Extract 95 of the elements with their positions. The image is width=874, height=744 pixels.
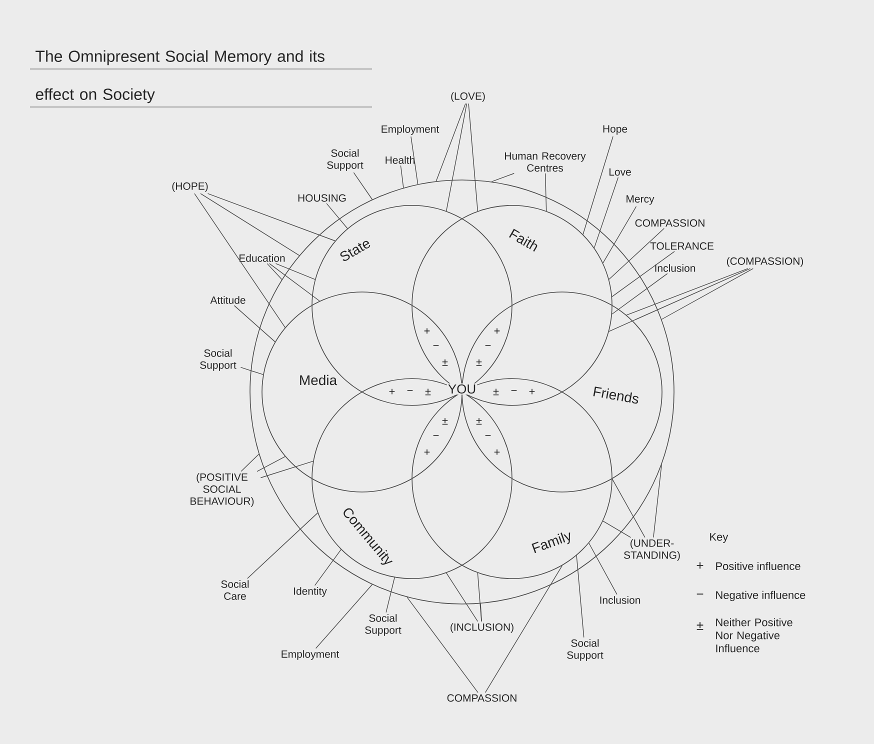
label: (LOVE) bbox=[451, 92, 485, 102]
key-symbol: − bbox=[696, 594, 704, 595]
leader-line bbox=[602, 206, 637, 264]
leader-line bbox=[484, 565, 563, 693]
leader-line bbox=[256, 456, 286, 472]
influence-sign: ± bbox=[442, 359, 448, 366]
leader-line bbox=[544, 173, 547, 212]
leader-line bbox=[207, 193, 336, 242]
leader-line bbox=[386, 577, 395, 613]
leader-line bbox=[200, 193, 300, 256]
leader-line bbox=[576, 555, 584, 638]
influence-sign: ± bbox=[425, 388, 431, 396]
label: HOUSING bbox=[298, 194, 346, 202]
influence-sign: − bbox=[485, 434, 491, 436]
label: (INCLUSION) bbox=[450, 623, 514, 633]
leader-line bbox=[247, 512, 318, 579]
influence-sign: + bbox=[389, 388, 395, 394]
influence-sign: − bbox=[485, 344, 491, 346]
leader-line bbox=[612, 251, 675, 297]
key-heading: Key bbox=[710, 533, 728, 543]
leader-line bbox=[588, 542, 618, 595]
label: Social Support bbox=[200, 349, 236, 371]
leader-line bbox=[612, 273, 668, 314]
leader-line bbox=[194, 193, 286, 328]
leader-line bbox=[353, 172, 373, 200]
key-text: Negative influence bbox=[716, 590, 806, 602]
label: (COMPASSION) bbox=[726, 257, 804, 267]
label: COMPASSION bbox=[447, 694, 516, 702]
leader-line bbox=[608, 268, 751, 332]
label: Mercy bbox=[626, 195, 654, 205]
leader-line bbox=[653, 464, 662, 538]
leader-line bbox=[602, 520, 632, 538]
leader-line bbox=[314, 549, 342, 586]
leader-line bbox=[260, 460, 314, 478]
influence-sign: + bbox=[424, 328, 430, 334]
label: Employment bbox=[382, 125, 440, 135]
leader-line bbox=[608, 228, 664, 280]
leader-line bbox=[400, 165, 404, 188]
influence-sign: ± bbox=[442, 418, 448, 425]
label: Social Care bbox=[221, 580, 249, 600]
label: (POSITIVE SOCIAL BEHAVIOUR) bbox=[190, 473, 254, 507]
label: Identity bbox=[294, 587, 327, 597]
label: Attitude bbox=[210, 296, 246, 304]
leader-line bbox=[266, 263, 282, 280]
key-text: Positive influence bbox=[716, 562, 800, 570]
leader-line bbox=[446, 103, 468, 212]
leader-line bbox=[491, 173, 514, 182]
influence-sign: − bbox=[433, 344, 439, 346]
leader-line bbox=[410, 136, 418, 185]
leader-line bbox=[234, 305, 276, 342]
influence-sign: + bbox=[494, 449, 500, 455]
key-symbol: ± bbox=[696, 622, 704, 630]
leader-line bbox=[626, 268, 748, 316]
leader-line bbox=[240, 366, 264, 375]
label: COMPASSION bbox=[635, 219, 704, 227]
label: (HOPE) bbox=[172, 182, 208, 192]
label: (UNDER- STANDING) bbox=[624, 539, 680, 561]
key-symbol: + bbox=[696, 562, 704, 569]
key-text: Neither Positive Nor Negative Influence bbox=[716, 618, 792, 652]
label: Social Support bbox=[567, 639, 604, 661]
title: The Omnipresent Social Memory and its effect on Society bbox=[36, 50, 324, 104]
influence-sign: − bbox=[433, 434, 439, 436]
influence-sign: + bbox=[424, 449, 430, 455]
label: Hope bbox=[603, 125, 628, 135]
leader-line bbox=[269, 263, 320, 302]
leader-line bbox=[315, 584, 373, 649]
leader-line bbox=[446, 572, 478, 622]
influence-sign: − bbox=[407, 390, 413, 391]
label: Inclusion bbox=[655, 264, 696, 272]
leader-line bbox=[275, 263, 316, 280]
label: Social Support bbox=[327, 149, 364, 171]
leader-line bbox=[436, 103, 466, 182]
leader-line bbox=[240, 454, 260, 472]
label: Health bbox=[386, 156, 414, 164]
label: Human Recovery Centres bbox=[505, 152, 586, 172]
leader-line bbox=[406, 596, 478, 693]
label: Employment bbox=[282, 650, 340, 660]
label: TOLERANCE bbox=[650, 242, 714, 250]
influence-sign: + bbox=[494, 328, 500, 334]
leader-line bbox=[480, 603, 482, 622]
leader-line bbox=[582, 136, 614, 235]
influence-sign: ± bbox=[476, 418, 482, 425]
label: Love bbox=[610, 168, 631, 176]
label: Inclusion bbox=[600, 596, 640, 604]
influence-sign: ± bbox=[476, 359, 482, 366]
influence-sign: ± bbox=[493, 388, 499, 396]
leader-line bbox=[612, 478, 646, 538]
leader-line bbox=[468, 103, 478, 212]
label: Social Support bbox=[365, 614, 402, 636]
influence-sign: + bbox=[529, 388, 535, 394]
label: Education bbox=[240, 254, 285, 262]
leader-line bbox=[326, 203, 348, 229]
influence-sign: − bbox=[511, 390, 517, 391]
leader-line bbox=[594, 177, 619, 248]
leader-line bbox=[661, 268, 754, 320]
